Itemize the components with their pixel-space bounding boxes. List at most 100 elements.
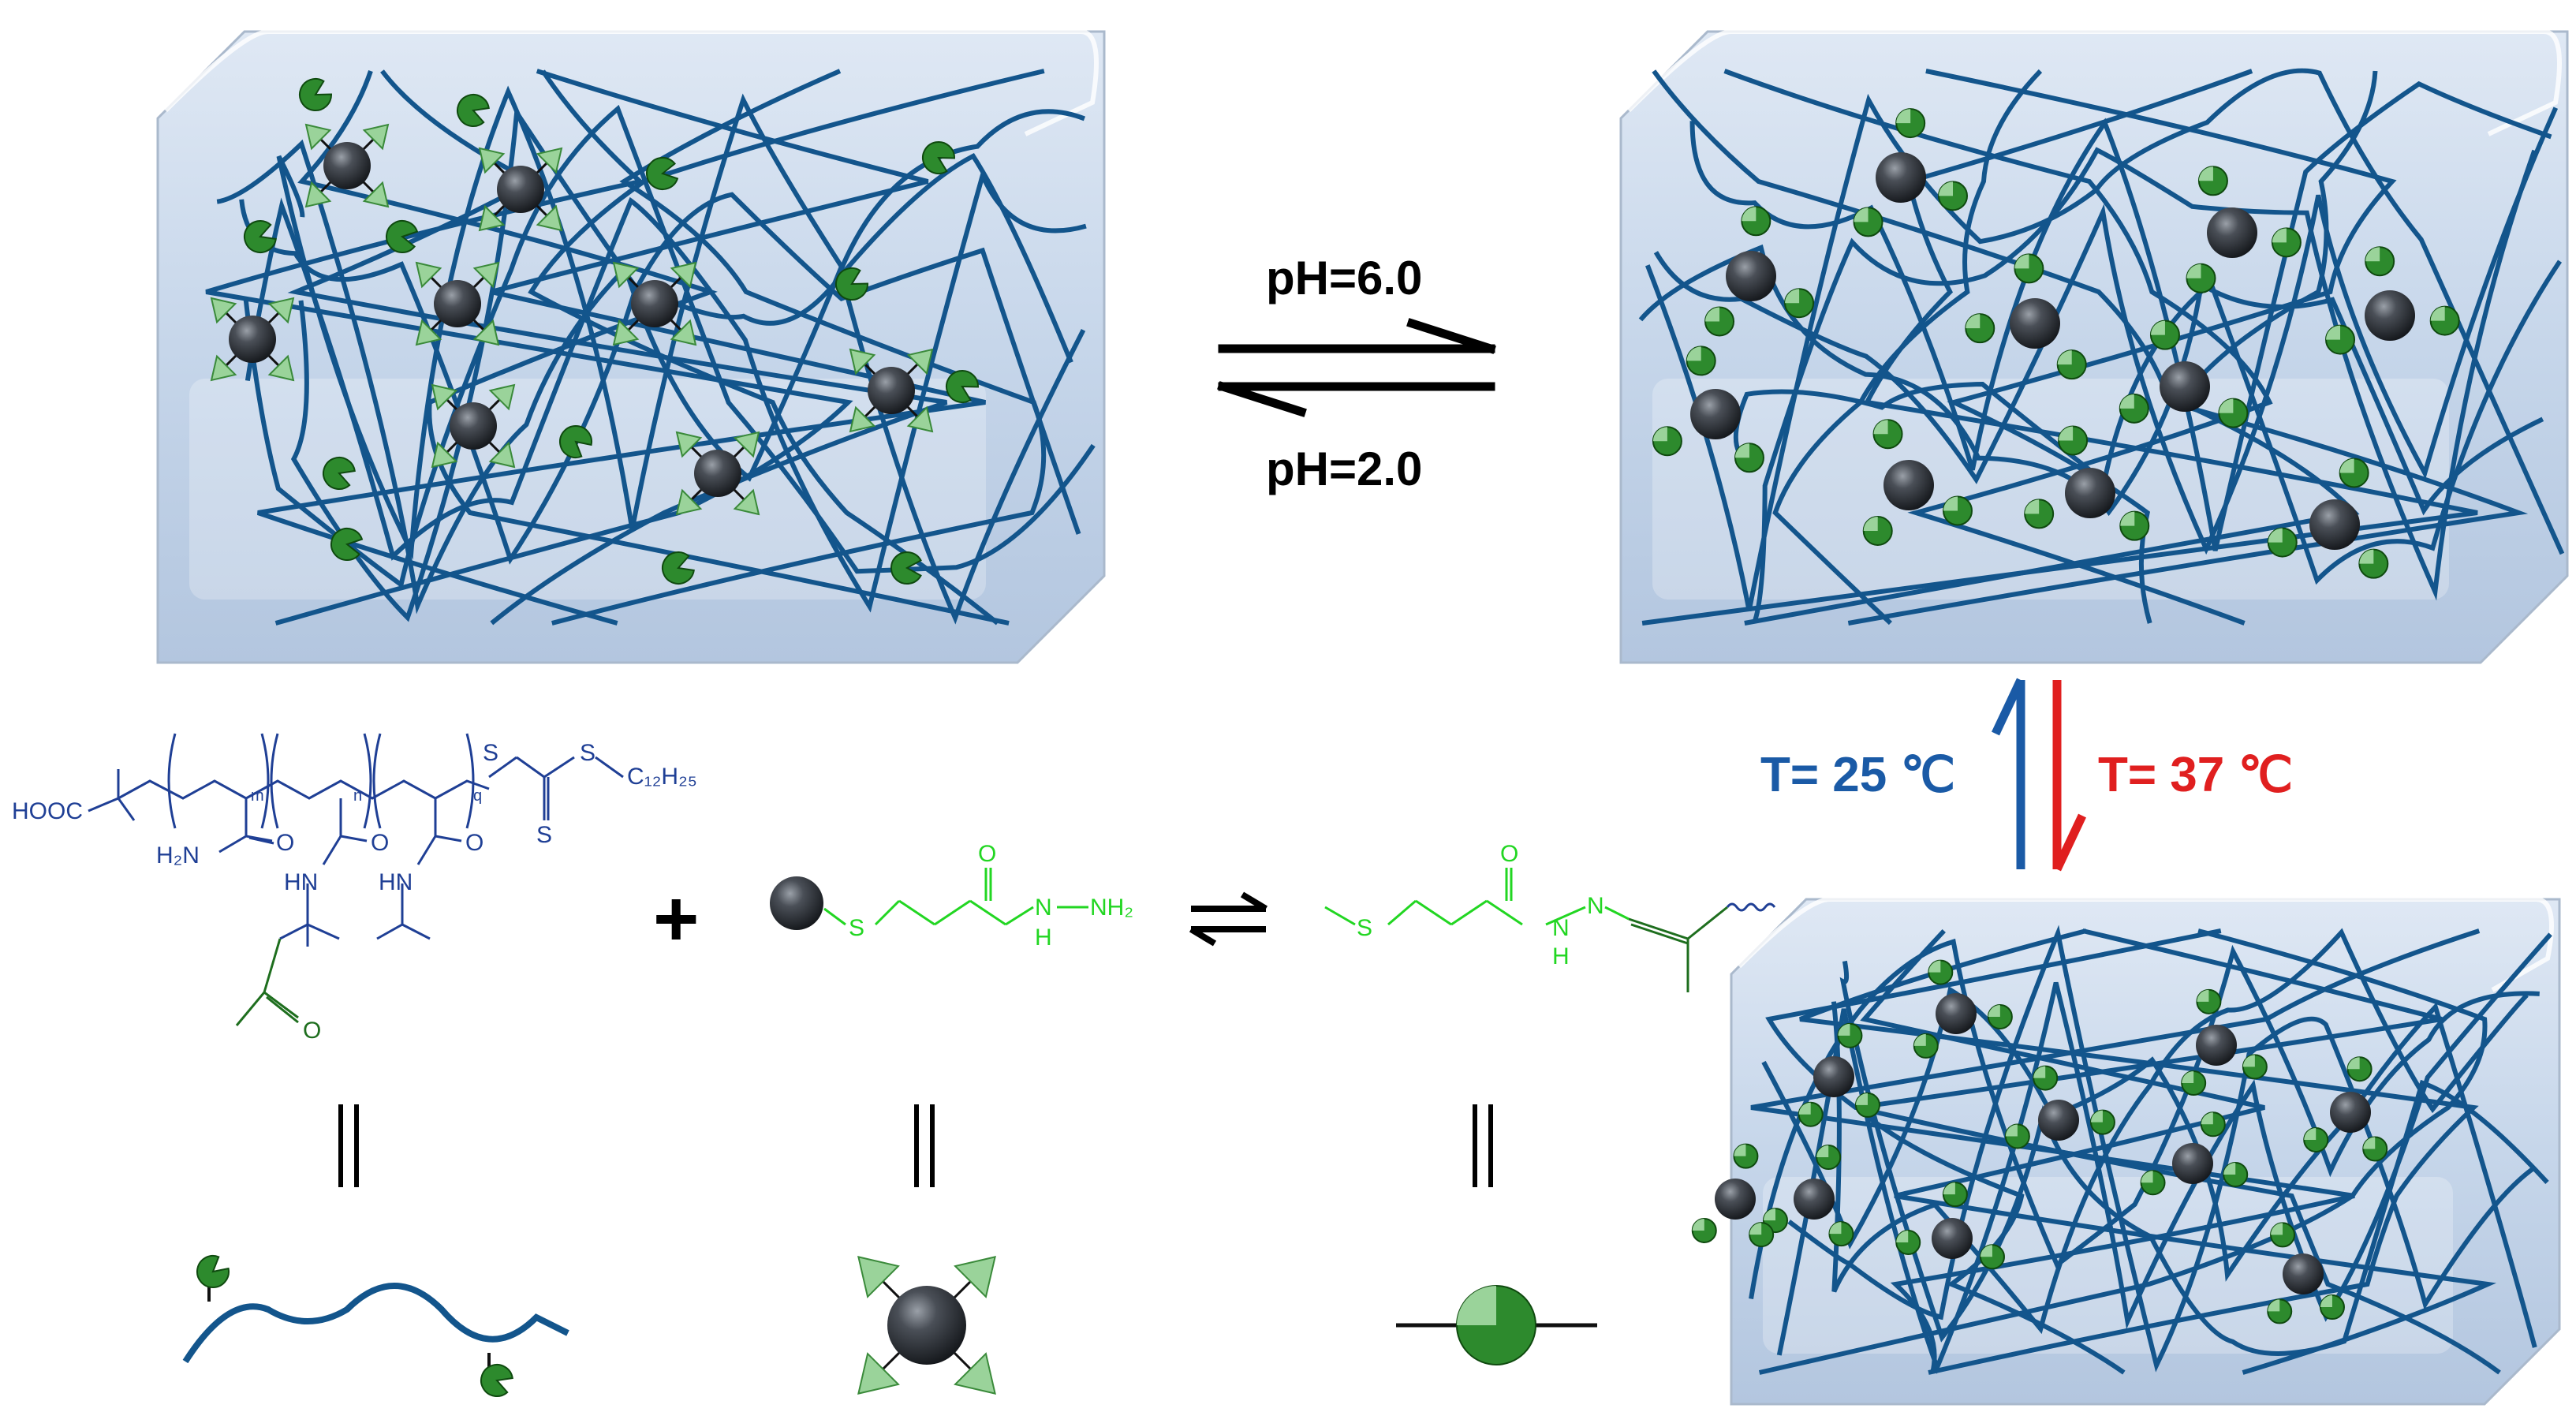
bond-wedge (2430, 306, 2445, 321)
bond-wedge (2359, 549, 2374, 564)
nanoparticle (887, 1286, 966, 1365)
hydrazide-triangle (954, 1352, 996, 1395)
nanoparticle (2207, 207, 2257, 258)
hydrazide-triangle (362, 123, 390, 151)
hydrazide-triangle (675, 488, 703, 516)
hydrazone-bonds (1324, 868, 1630, 926)
bond-wedge (1734, 443, 1749, 458)
nanoparticle (2065, 468, 2115, 518)
chem-sub-m: m (251, 787, 264, 805)
hydrazide-h: H (1035, 925, 1052, 951)
chem-s-2: S (580, 740, 596, 766)
bond-wedge (2186, 263, 2201, 278)
nanoparticle (2010, 298, 2060, 349)
hydrazide-nh2: NH₂ (1090, 895, 1133, 921)
bond-wedge (2119, 394, 2134, 409)
bond-wedge (2326, 325, 2341, 340)
chem-o-ketone: O (303, 1018, 322, 1044)
bond-wedge (2150, 320, 2165, 335)
bond-wedge (2005, 1124, 2018, 1137)
nanoparticle (2172, 1143, 2213, 1184)
bond-wedge (2363, 1137, 2376, 1149)
hydrazide-triangle (906, 405, 934, 433)
polymer-chain (1831, 928, 2529, 1335)
equals-bars (338, 1104, 1493, 1187)
bond-wedge (2120, 511, 2135, 526)
bond-wedge (1988, 1004, 2000, 1017)
polymer-structure-bonds (88, 733, 624, 947)
ketone-group-icon (386, 220, 419, 253)
hydrazide-triangle (906, 348, 934, 375)
polymer-chain (1641, 69, 2478, 626)
bond-wedge (1863, 516, 1878, 531)
bond-wedge (1734, 1144, 1746, 1156)
chem-o-3: O (465, 830, 484, 856)
hydrazide-s: S (849, 915, 865, 941)
hydrazide-triangle (478, 147, 506, 174)
chem-o-2: O (371, 830, 390, 856)
hydrazide-ligand-bonds (823, 868, 1088, 926)
bond-wedge (2059, 426, 2074, 441)
polymer-chain (1925, 69, 2397, 624)
polymer-chain (276, 85, 1086, 560)
ketone-group-icon (480, 1364, 513, 1397)
hydrazone-n2: N (1587, 893, 1604, 919)
bond-wedge (2304, 1127, 2317, 1140)
bond-wedge (1896, 109, 1911, 124)
polymer-chain (1689, 80, 2552, 551)
plus-sign: + (653, 875, 700, 963)
gel-body (156, 30, 1106, 664)
bond-wedge (1943, 496, 1958, 511)
bond-wedge (1829, 1222, 1842, 1235)
nanoparticle (1876, 152, 1926, 203)
bond-wedge (1980, 1245, 1992, 1257)
hydrazide-arms (210, 297, 295, 382)
nanoparticle (1726, 251, 1776, 301)
nanoparticle (434, 280, 481, 327)
chem-c12h25: C₁₂H₂₅ (627, 764, 697, 790)
bond-wedge (2090, 1110, 2103, 1123)
hydrazide-triangle (488, 383, 516, 411)
gel-highlight (1737, 897, 2554, 992)
ph-low-label: pH=2.0 (1266, 443, 1423, 495)
temp-high-label: T= 37 ℃ (2098, 748, 2294, 802)
hydrazide-triangle (857, 1256, 900, 1298)
nanoparticle (868, 367, 915, 414)
hydrazide-triangle (267, 297, 295, 324)
bond-wedge (1749, 1223, 1762, 1235)
polymer-chain (1776, 932, 2552, 1374)
ketone-group-icon (646, 157, 679, 190)
bond-wedge (2268, 528, 2283, 543)
hydrazide-triangle (431, 441, 458, 469)
ketone-group-icon (244, 220, 277, 253)
gel-highlight (163, 29, 1099, 136)
nanoparticle (1715, 1179, 1756, 1220)
nanoparticle (1932, 1218, 1973, 1259)
polymer-chain (1860, 928, 2496, 1375)
ketone-group-icon (330, 528, 364, 561)
hydrazone-o: O (1500, 841, 1519, 867)
polymer-chain (1653, 106, 2559, 555)
hydrazide-triangle (431, 383, 458, 411)
hydrazide-triangle (415, 319, 442, 346)
polymer-chain (1787, 925, 2537, 1373)
hydrazide-triangle (472, 261, 500, 289)
bond-wedge (2339, 458, 2354, 473)
hydrazone-s: S (1357, 915, 1373, 941)
bond-wedge (2014, 254, 2029, 269)
bond-wedge (1692, 1218, 1704, 1231)
hydrazone-carbon-bonds (1628, 906, 1728, 992)
hydrazide-triangle (472, 319, 500, 346)
bond-wedge (1816, 1145, 1829, 1158)
nanoparticle (229, 316, 276, 363)
bond-wedge (2197, 989, 2209, 1002)
nanoparticle (2309, 499, 2360, 550)
bond-wedge (1896, 1231, 1909, 1243)
nanoparticle (1936, 993, 1977, 1034)
bond-wedge (1855, 1093, 1868, 1105)
polymer-chain (182, 1283, 569, 1364)
temp-low-label: T= 25 ℃ (1760, 748, 1956, 802)
hydrazide-triangle (210, 354, 237, 382)
bond-wedge (2201, 1112, 2213, 1125)
